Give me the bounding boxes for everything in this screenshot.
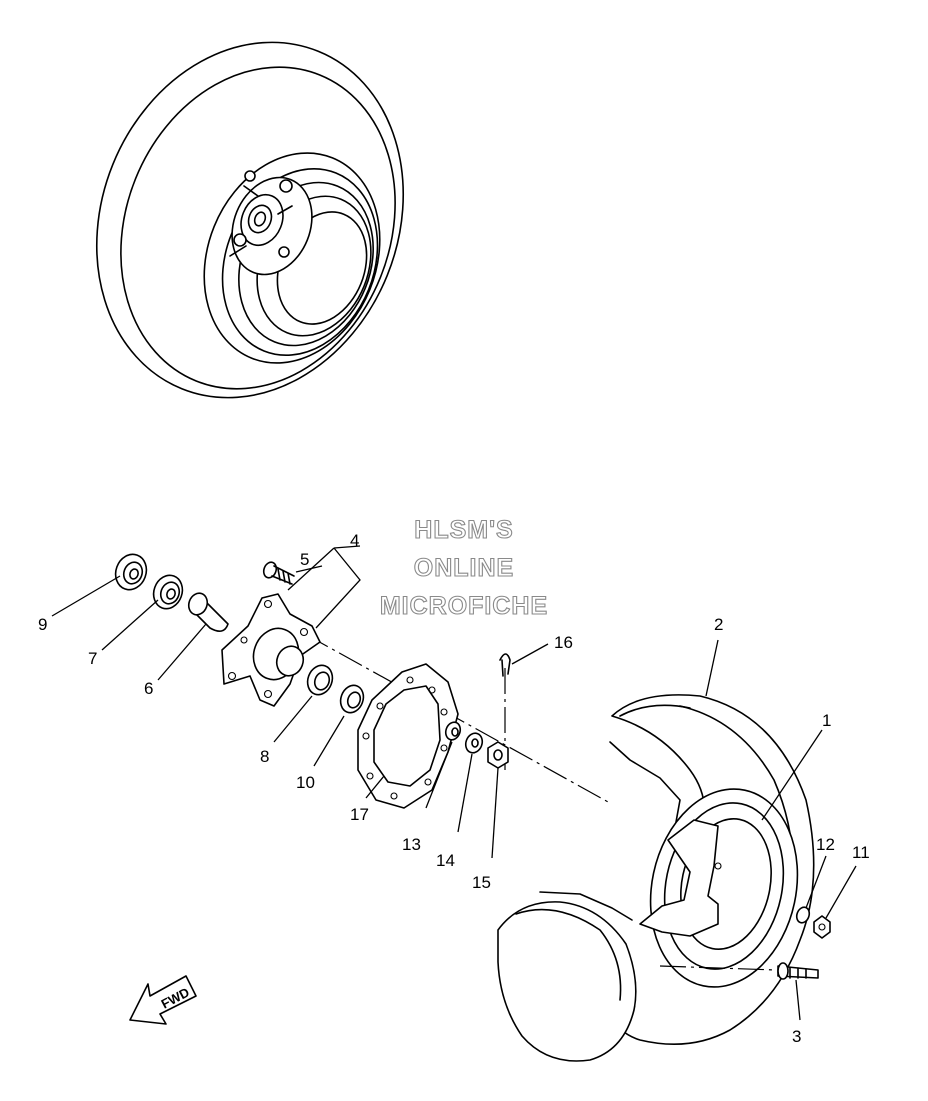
callouts: 9 7 6 5 4 8 10 17 13 14 15 16 2 1 12 11 …	[38, 531, 870, 1046]
callout-17: 17	[350, 805, 369, 824]
part-7-bearing	[152, 574, 184, 610]
watermark-line-3: MICROFICHE	[380, 592, 548, 620]
part-9-oil-seal	[114, 553, 148, 591]
part-13-collar	[444, 721, 462, 741]
callout-13: 13	[402, 835, 421, 854]
watermark-line-1: HLSM'S	[414, 516, 513, 544]
callout-8: 8	[260, 747, 269, 766]
callout-6: 6	[144, 679, 153, 698]
callout-9: 9	[38, 615, 47, 634]
assembled-wheel	[95, 41, 405, 399]
part-6-collar	[187, 592, 229, 632]
callout-14: 14	[436, 851, 455, 870]
leader-lines	[51, 545, 857, 1021]
callout-2: 2	[714, 615, 723, 634]
part-15-nut	[487, 741, 509, 769]
callout-12: 12	[816, 835, 835, 854]
callout-3: 3	[792, 1027, 801, 1046]
part-1-rim	[539, 741, 799, 988]
part-16-cotter-pin	[499, 653, 511, 677]
part-14-washer	[464, 732, 484, 754]
callout-7: 7	[88, 649, 97, 668]
part-4-hub	[221, 593, 321, 707]
callout-10: 10	[296, 773, 315, 792]
callout-16: 16	[554, 633, 573, 652]
watermark: HLSM'S ONLINE MICROFICHE	[379, 515, 548, 620]
fwd-direction-arrow: FWD	[129, 975, 197, 1025]
callout-15: 15	[472, 873, 491, 892]
callout-11: 11	[852, 843, 870, 862]
part-17-brake-disc	[357, 663, 459, 809]
tire-lower-half	[497, 901, 637, 1062]
part-8-bearing	[306, 664, 334, 696]
part-11-nut	[813, 915, 831, 939]
part-10-oil-seal	[339, 684, 365, 714]
watermark-line-2: ONLINE	[414, 554, 514, 582]
callout-5: 5	[300, 550, 309, 569]
callout-4: 4	[350, 531, 359, 550]
callout-1: 1	[822, 711, 831, 730]
part-5-bolt	[262, 561, 295, 585]
part-3-valve	[659, 962, 819, 980]
